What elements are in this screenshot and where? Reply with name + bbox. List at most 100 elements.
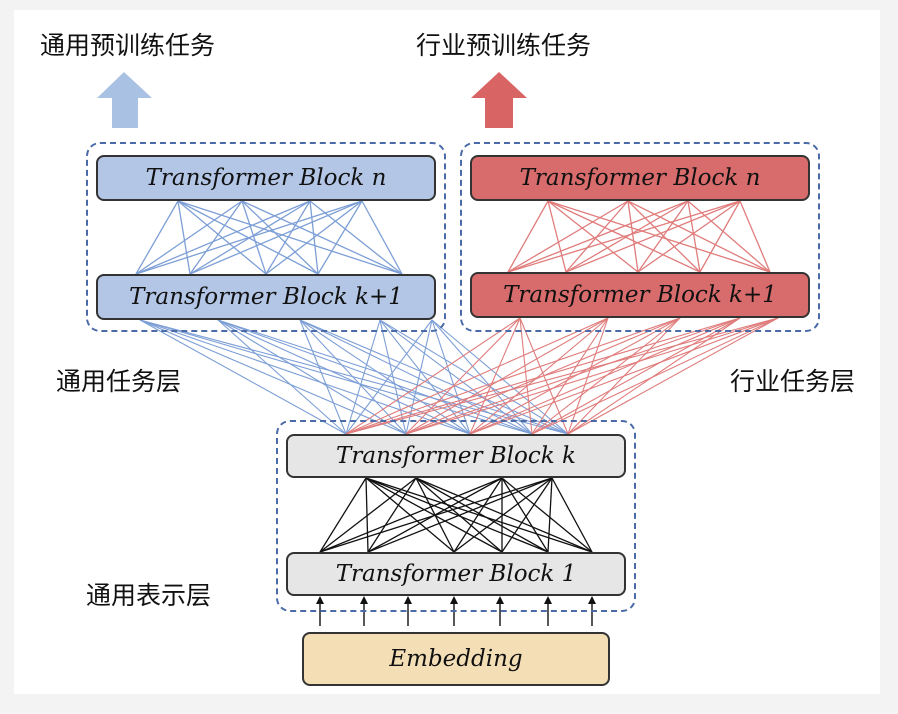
general-pretrain-task-label: 通用预训练任务 <box>40 31 216 60</box>
shared-internal-line <box>365 477 593 553</box>
general-internal-line <box>241 200 403 275</box>
industry-internal-line <box>627 200 771 273</box>
industry-internal-line <box>627 200 639 273</box>
industry-internal-line <box>637 200 689 273</box>
industry-to-shared-line <box>519 317 533 435</box>
shared-internal-line <box>501 477 593 553</box>
general-to-shared-line <box>139 319 569 435</box>
industry-task-layer-label: 行业任务层 <box>730 367 856 396</box>
general-repr-layer-label: 通用表示层 <box>86 581 212 610</box>
industry-to-shared-line <box>567 317 609 435</box>
shared-internal-line <box>453 477 503 553</box>
shared-internal-line <box>547 477 553 553</box>
general-internal-line <box>241 200 319 275</box>
embedding-arrow-head-icon <box>450 596 458 604</box>
shared-internal-line <box>319 477 553 553</box>
shared-block-k: Transformer Block k <box>286 434 626 478</box>
general-to-shared-line <box>431 319 569 435</box>
general-to-shared-line <box>299 319 471 435</box>
industry-pretrain-task-label: 行业预训练任务 <box>416 31 592 60</box>
industry-to-shared-line <box>469 317 741 435</box>
general-to-shared-line <box>299 319 347 435</box>
general-block-n: Transformer Block n <box>96 155 436 201</box>
general-to-shared-line <box>217 319 407 435</box>
embedding-arrow-head-icon <box>360 596 368 604</box>
industry-internal-line <box>699 200 741 273</box>
general-internal-line <box>265 200 311 275</box>
industry-internal-line <box>547 200 771 273</box>
general-block-k-plus-1: Transformer Block k+1 <box>96 274 436 320</box>
industry-to-shared-line <box>405 317 779 435</box>
embedding-arrow-head-icon <box>404 596 412 604</box>
general-internal-line <box>189 200 363 275</box>
industry-internal-line <box>547 200 567 273</box>
general-internal-line <box>177 200 403 275</box>
general-internal-line <box>135 200 311 275</box>
general-to-shared-line <box>217 319 471 435</box>
general-internal-line <box>265 200 363 275</box>
shared-internal-line <box>551 477 593 553</box>
industry-to-shared-line <box>405 317 521 435</box>
industry-internal-line <box>565 200 741 273</box>
industry-to-shared-line <box>531 317 609 435</box>
embedding-arrow-head-icon <box>316 596 324 604</box>
general-internal-line <box>317 200 363 275</box>
industry-to-shared-line <box>531 317 779 435</box>
shared-internal-line <box>367 477 553 553</box>
shared-internal-line <box>453 477 553 553</box>
general-to-shared-line <box>379 319 471 435</box>
industry-internal-line <box>547 200 639 273</box>
shared-representation-group <box>276 420 636 612</box>
general-to-shared-line <box>345 319 381 435</box>
shared-block-1: Transformer Block 1 <box>286 552 626 596</box>
industry-to-shared-line <box>469 317 681 435</box>
general-to-shared-line <box>217 319 347 435</box>
industry-to-shared-line <box>345 317 609 435</box>
general-to-shared-line <box>379 319 533 435</box>
general-to-shared-line <box>345 319 433 435</box>
shared-internal-line <box>367 477 417 553</box>
industry-to-shared-line <box>469 317 609 435</box>
shared-internal-line <box>319 477 417 553</box>
industry-internal-line <box>565 200 689 273</box>
general-internal-line <box>135 200 243 275</box>
general-to-shared-line <box>139 319 347 435</box>
general-internal-line <box>135 200 363 275</box>
embedding-arrow-head-icon <box>544 596 552 604</box>
industry-internal-line <box>627 200 701 273</box>
industry-to-shared-line <box>345 317 779 435</box>
industry-to-shared-line <box>405 317 609 435</box>
shared-internal-line <box>501 477 549 553</box>
general-task-layer-label: 通用任务层 <box>56 367 182 396</box>
embedding-block: Embedding <box>302 632 610 686</box>
shared-internal-line <box>501 477 553 553</box>
industry-block-k-plus-1: Transformer Block k+1 <box>470 272 810 318</box>
industry-internal-line <box>507 200 549 273</box>
industry-to-shared-line <box>345 317 681 435</box>
industry-to-shared-line <box>405 317 741 435</box>
shared-internal-line <box>415 477 549 553</box>
industry-to-shared-line <box>469 317 779 435</box>
industry-to-shared-line <box>345 317 521 435</box>
general-task-group <box>86 142 446 332</box>
industry-block-n: Transformer Block n <box>470 155 810 201</box>
industry-internal-line <box>507 200 741 273</box>
industry-internal-line <box>507 200 629 273</box>
industry-to-shared-line <box>469 317 521 435</box>
general-internal-line <box>361 200 403 275</box>
shared-internal-line <box>319 477 367 553</box>
shared-internal-line <box>319 477 503 553</box>
shared-internal-line <box>365 477 549 553</box>
general-internal-line <box>177 200 191 275</box>
embedding-arrow-head-icon <box>496 596 504 604</box>
embedding-arrow-head-icon <box>588 596 596 604</box>
industry-internal-line <box>637 200 741 273</box>
general-to-shared-line <box>299 319 569 435</box>
industry-to-shared-line <box>345 317 741 435</box>
industry-task-group <box>460 142 820 332</box>
general-internal-line <box>135 200 179 275</box>
industry-internal-line <box>739 200 771 273</box>
general-internal-line <box>241 200 267 275</box>
industry-to-shared-line <box>567 317 779 435</box>
